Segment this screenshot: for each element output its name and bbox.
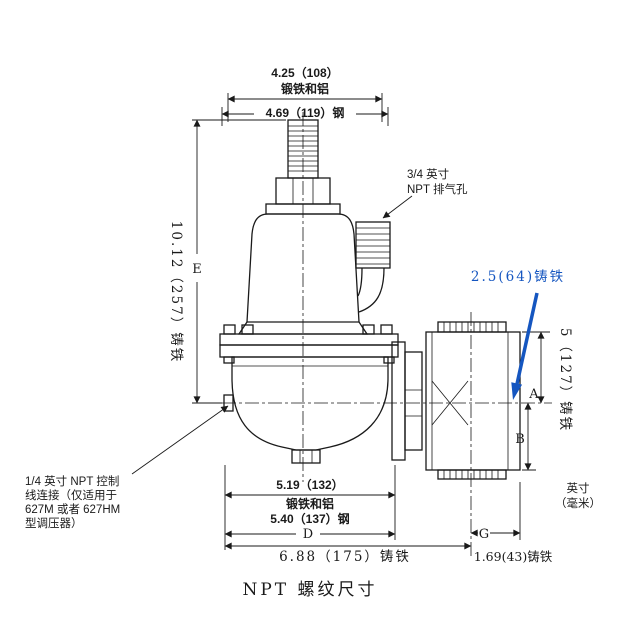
union-spacer <box>404 351 423 451</box>
control-leader-line <box>131 405 229 475</box>
vent-fins <box>356 227 390 265</box>
upper-flange <box>219 333 399 346</box>
vent-leader-line <box>382 195 413 219</box>
dim-top-steel-value: 4.69（119）钢 <box>266 105 345 120</box>
valve-body <box>425 331 521 471</box>
dim-top-forged-value: 4.25（108） <box>271 65 338 80</box>
blue-arrow-shaft <box>515 292 539 385</box>
centerlines <box>222 112 552 556</box>
control-line-boss <box>223 394 234 412</box>
bottom-extension-lines <box>224 465 521 550</box>
flange-nut <box>383 356 395 364</box>
body-seat-lines <box>431 380 469 426</box>
stem-threads <box>288 125 318 172</box>
lower-flange <box>219 344 399 358</box>
union-nut-lines <box>405 389 422 417</box>
dim-letter-e: E <box>192 262 202 277</box>
dim-offset-cast-iron: 2.5(64)铸铁 <box>471 269 565 285</box>
control-annotation-line3: 627M 或者 627HM <box>25 503 120 516</box>
top-extension-lines <box>221 93 389 126</box>
flange-nut <box>223 356 235 364</box>
top-boss-threads <box>443 322 499 332</box>
left-extension-lines <box>192 119 286 404</box>
dim-right-height-cast-iron: 5（127）铸铁 <box>557 328 573 432</box>
dim-height-cast-iron: 10.12（257）铸铁 <box>168 221 184 363</box>
dim-letter-g: G <box>479 527 489 542</box>
body-top-boss <box>437 321 507 333</box>
flange-bolt <box>380 324 393 335</box>
regulator-drawing <box>219 119 521 480</box>
blue-arrow-head <box>511 382 523 400</box>
body-wall-lines <box>431 332 509 470</box>
dim-bottom-cast-value: 6.88（175）铸铁 <box>279 549 411 565</box>
dim-body-end-value: 1.69(43)铸铁 <box>474 549 553 564</box>
body-bottom-boss <box>437 469 507 480</box>
diaphragm-casing <box>231 356 389 451</box>
dimension-lines <box>131 95 545 550</box>
dim-bottom-forged-value: 5.19（132） <box>276 477 343 492</box>
locknut-facets <box>292 178 314 204</box>
control-annotation-line4: 型调压器） <box>25 516 83 530</box>
flange-bolt <box>241 324 254 335</box>
vent-annotation-line2: NPT 排气孔 <box>407 182 468 196</box>
dim-letter-a: A <box>528 387 539 402</box>
vent-elbow <box>357 267 385 313</box>
diagram-title: NPT 螺纹尺寸 <box>242 580 377 600</box>
dim-letter-d: D <box>303 527 313 542</box>
bottom-plug-facets <box>299 450 313 463</box>
bottom-boss-threads <box>443 470 499 479</box>
bottom-plug <box>291 449 321 464</box>
units-note-line1: 英寸 <box>567 481 590 495</box>
vent-screen <box>355 221 391 269</box>
vent-annotation-line1: 3/4 英寸 <box>407 167 449 181</box>
control-annotation-line1: 1/4 英寸 NPT 控制 <box>25 474 119 488</box>
units-note-line2: （毫米） <box>555 496 601 510</box>
control-annotation-line2: 线连接（仅适用于 <box>25 488 117 502</box>
flange-bolt <box>223 324 236 335</box>
labels: 4.25（108） 锻铁和铝 4.69（119）钢 10.12（257）铸铁 E… <box>25 65 601 600</box>
dim-bottom-steel-value: 5.40（137）钢 <box>270 511 349 526</box>
dim-bottom-forged-material: 锻铁和铝 <box>286 496 334 511</box>
flange-bolt <box>362 324 375 335</box>
dim-letter-b: B <box>515 432 525 447</box>
dim-top-forged-material: 锻铁和铝 <box>281 81 329 96</box>
